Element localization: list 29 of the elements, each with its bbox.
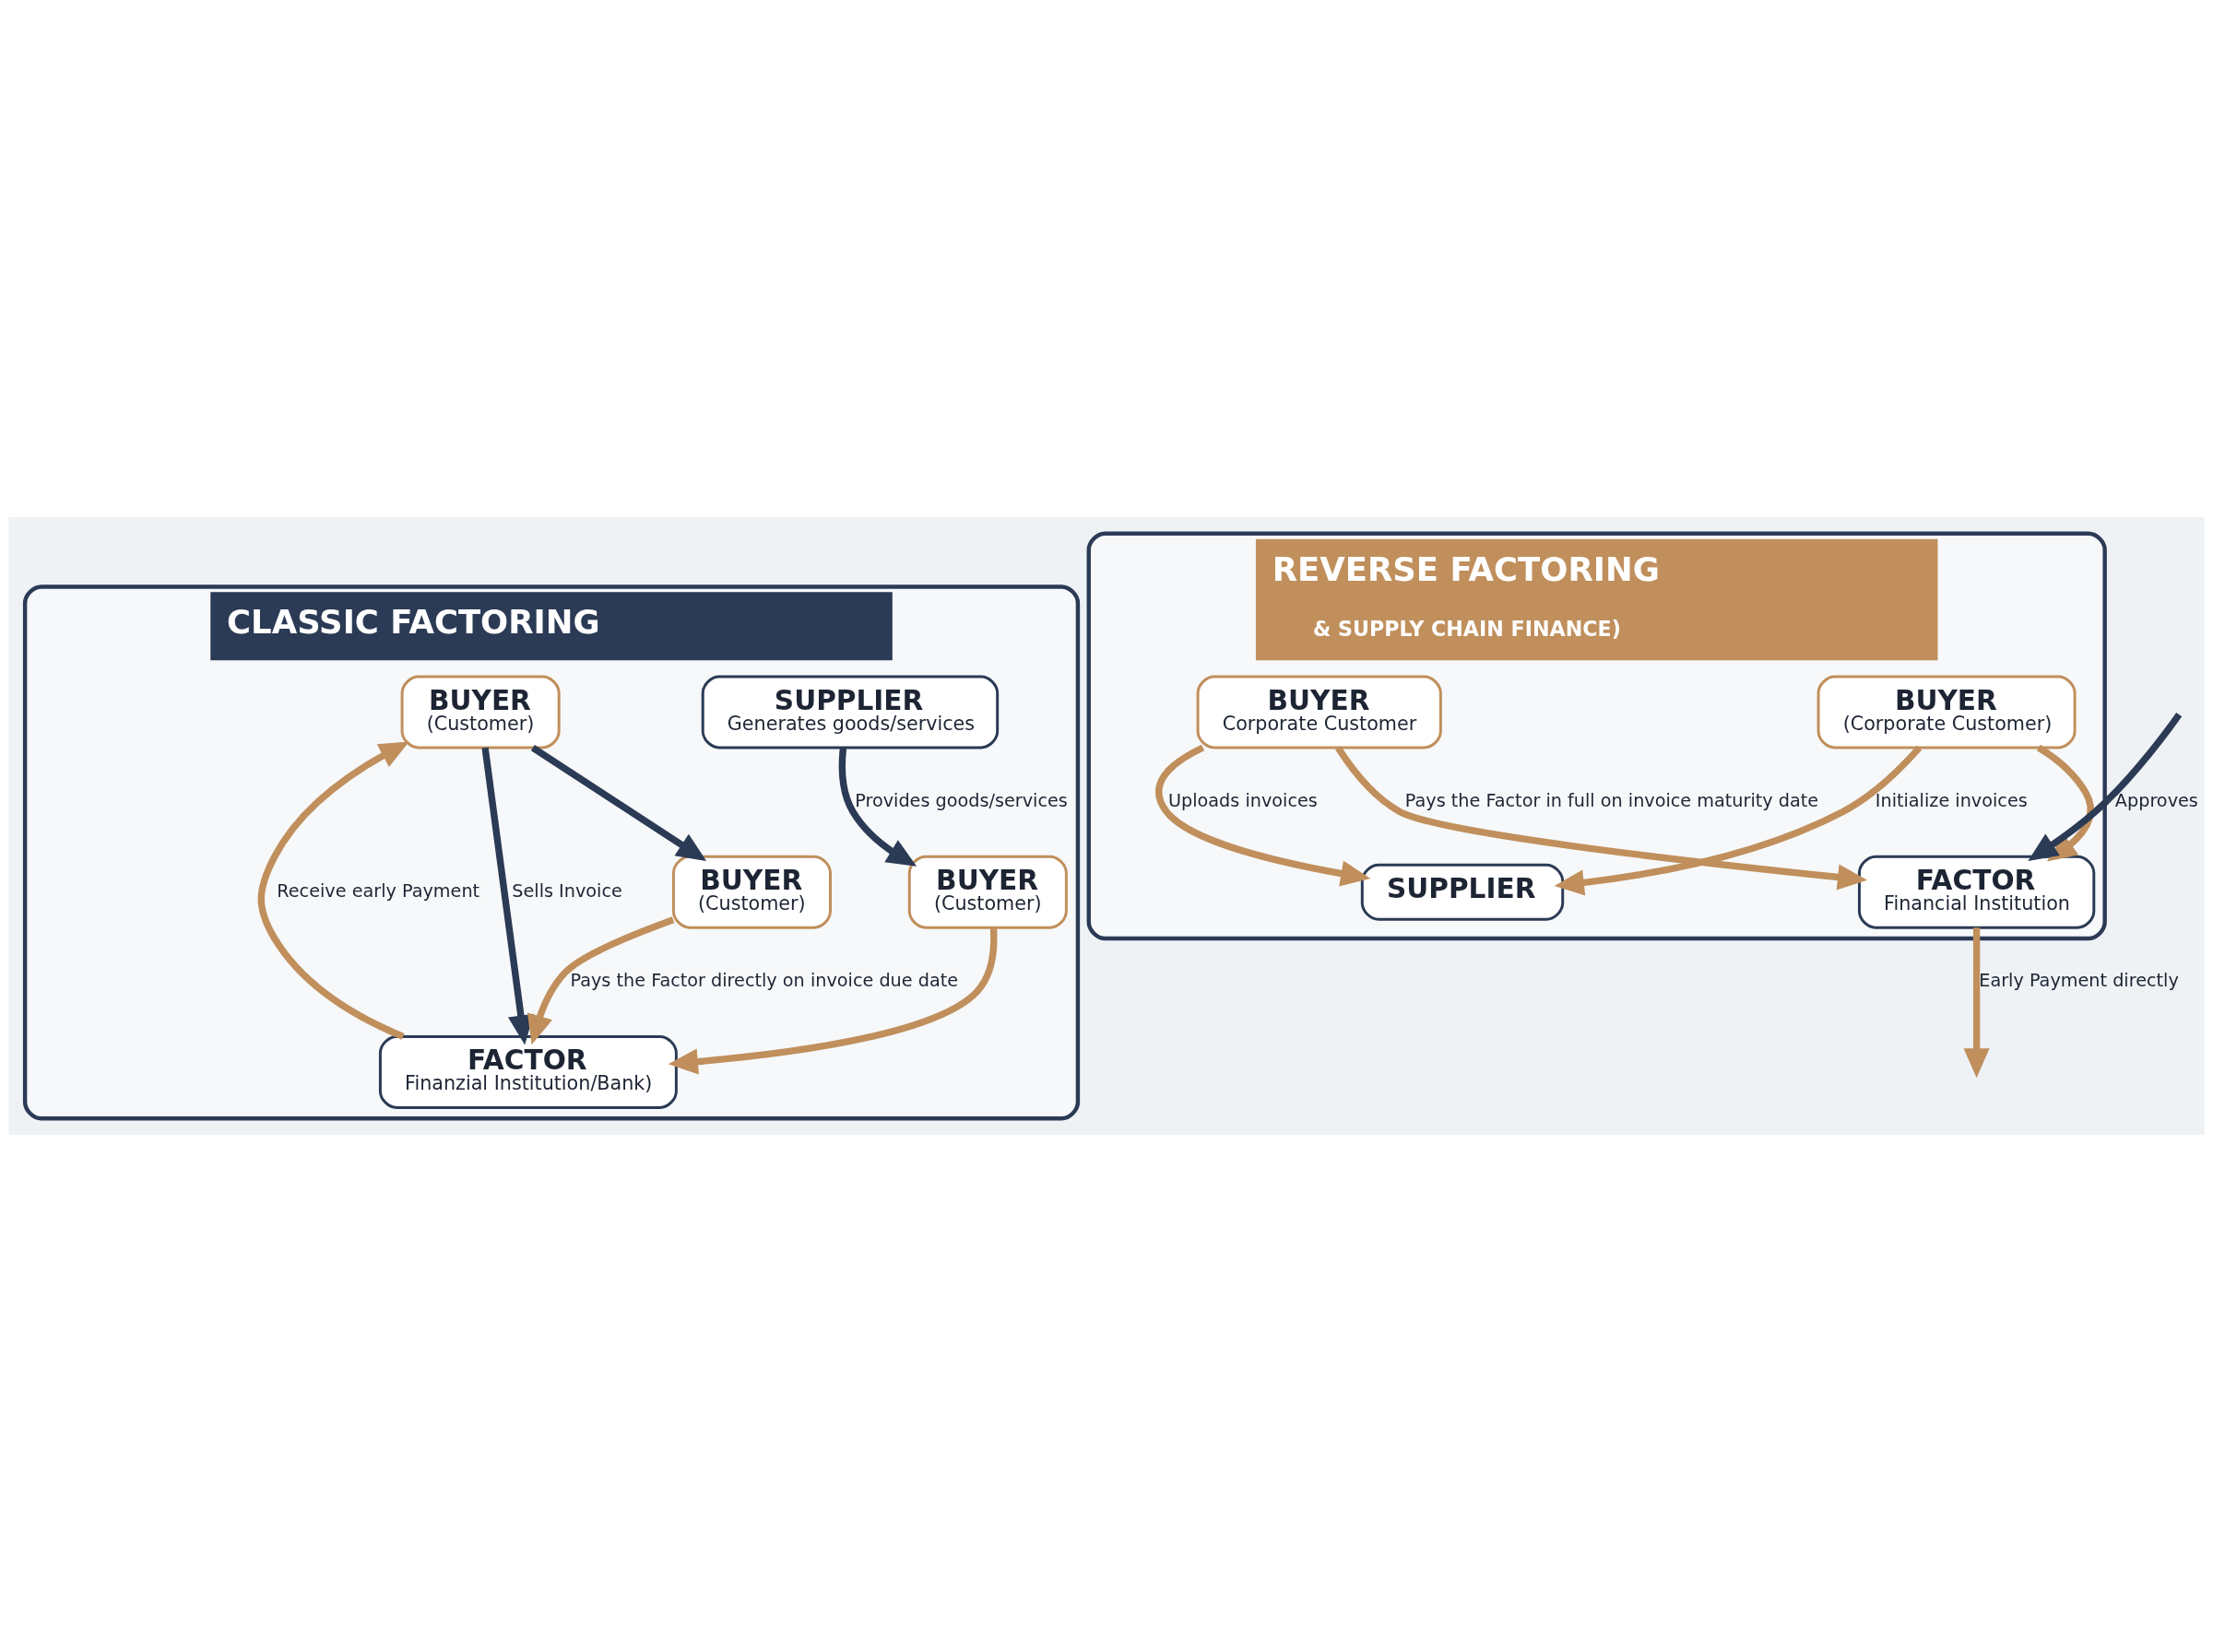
arrow xyxy=(838,748,917,867)
edge-label: Uploads invoices xyxy=(1167,790,1318,812)
node-box: BUYER (Customer) xyxy=(400,675,561,749)
arrow xyxy=(2028,713,2183,862)
edge-label: Sells Invoice xyxy=(512,879,622,902)
node-box: FACTOR Finanzial Institution/Bank) xyxy=(378,1035,678,1109)
arrow xyxy=(1155,744,1371,887)
node-box: BUYER Corporate Customer xyxy=(1196,675,1442,749)
edge-label: Receive early Payment xyxy=(277,879,480,902)
node-box: BUYER (Corporate Customer) xyxy=(1817,675,2077,749)
node-box: SUPPLIER xyxy=(1360,863,1565,921)
node-box: FACTOR Financial Institution xyxy=(1857,855,2096,929)
arrow xyxy=(257,741,409,1040)
arrow xyxy=(2036,744,2094,862)
node-box: SUPPLIER Generates goods/services xyxy=(701,675,1000,749)
arrow xyxy=(668,927,998,1075)
edge-label: Initialize invoices xyxy=(1875,790,2028,812)
edge-label: Pays the Factor directly on invoice due date xyxy=(570,970,959,992)
arrow xyxy=(1335,746,1868,891)
arrow xyxy=(1963,927,1990,1079)
edge-label: Early Payment directly xyxy=(1979,970,2179,992)
arrow xyxy=(527,916,675,1045)
arrow xyxy=(530,744,707,862)
edge-label: Provides goods/services xyxy=(855,790,1068,812)
arrow xyxy=(1554,745,1923,896)
node-box: BUYER (Customer) xyxy=(907,855,1068,929)
edge-label: Approves xyxy=(2114,790,2198,812)
node-box: BUYER (Customer) xyxy=(671,855,832,929)
edge-label: Pays the Factor in full on invoice maturity date xyxy=(1404,790,1819,812)
